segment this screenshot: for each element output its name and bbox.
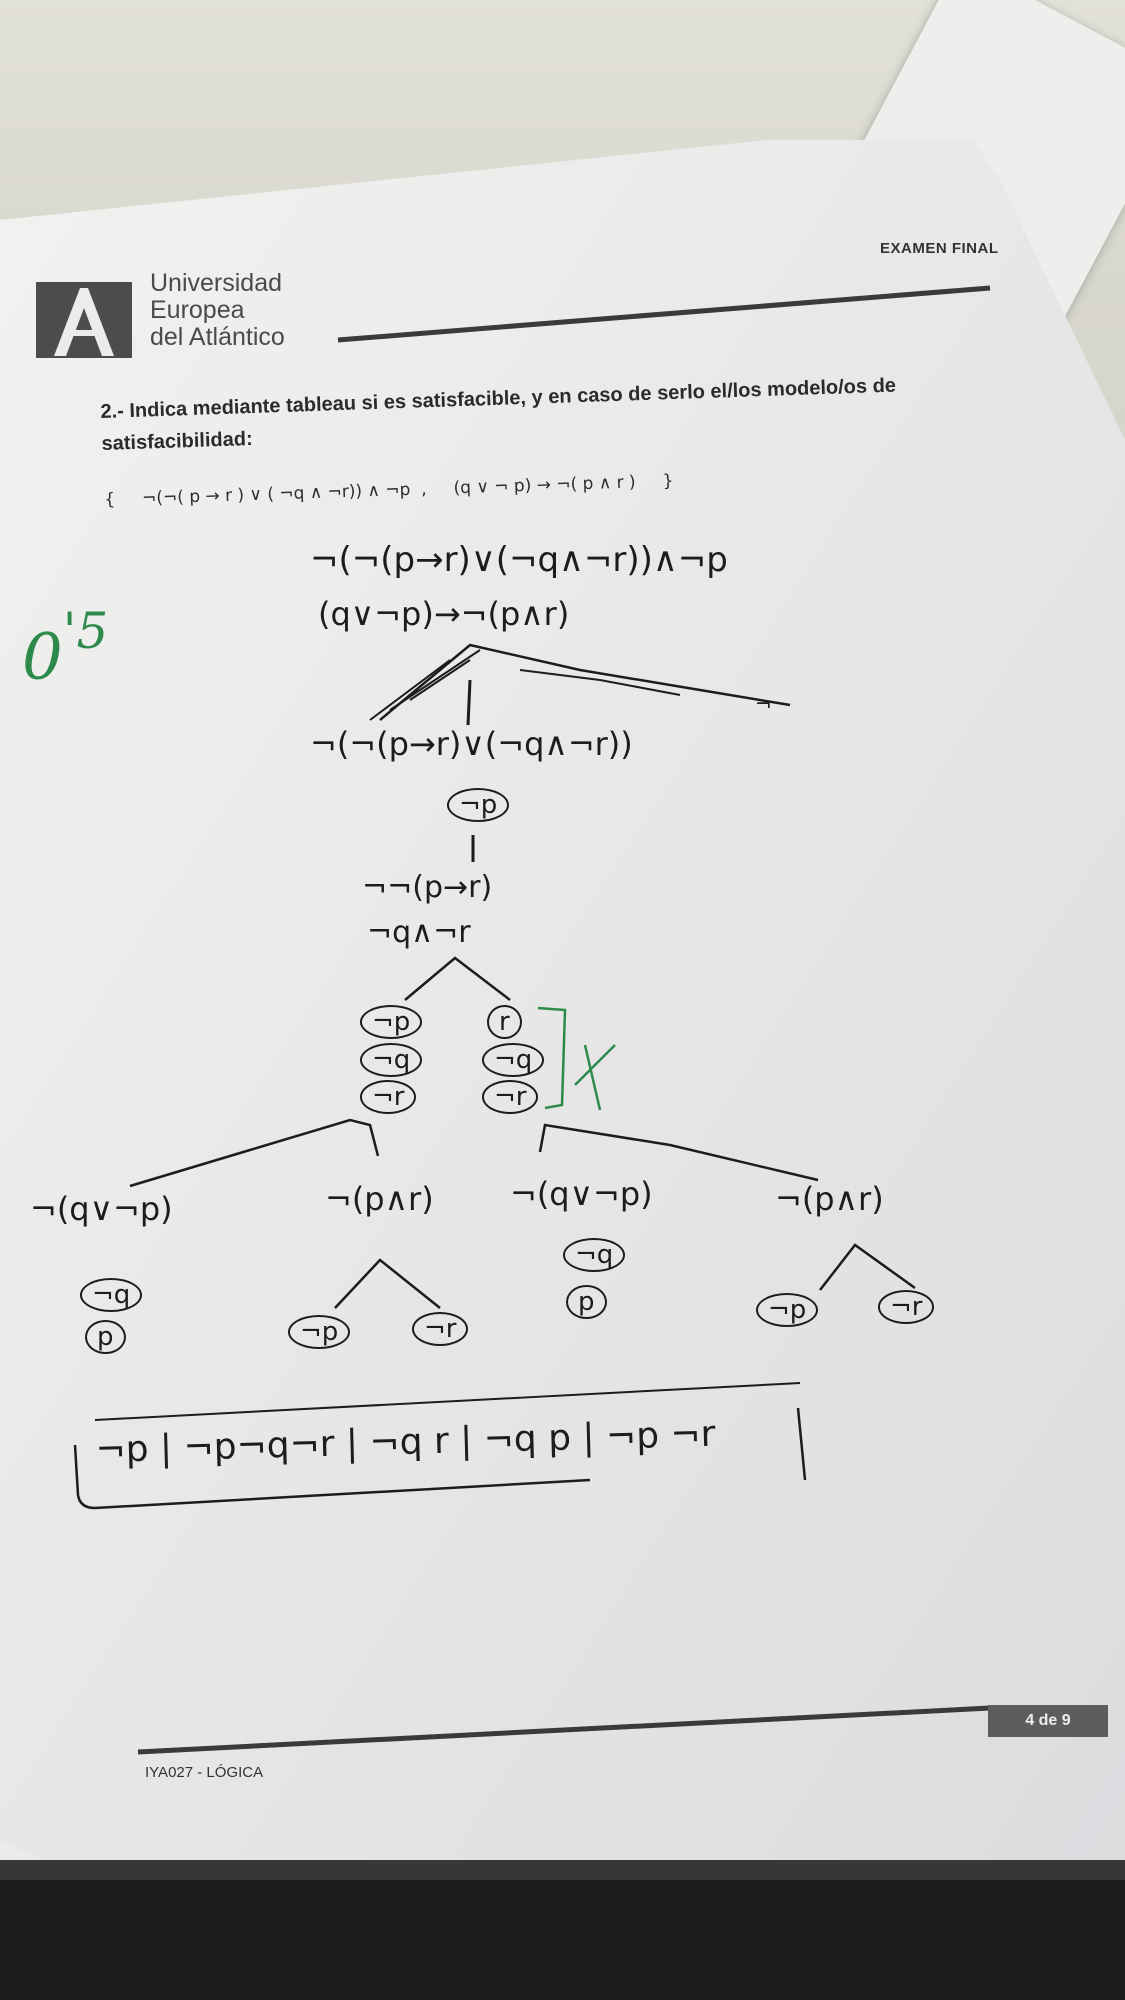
crossed-mark: ¬ xyxy=(755,692,772,716)
logo-line-1: Universidad xyxy=(150,269,283,297)
left-lit-1: ¬p xyxy=(360,1005,423,1039)
branch-4-lit-1: ¬p xyxy=(756,1293,819,1327)
branch-3-lit-2: p xyxy=(566,1285,607,1319)
header-rule xyxy=(337,285,991,343)
root-line-2: (q∨¬p)→¬(p∧r) xyxy=(318,595,570,633)
node-neg-2: ¬q∧¬r xyxy=(367,915,471,950)
exam-label: EXAMEN FINAL xyxy=(880,240,999,257)
course-code: IYA027 - LÓGICA xyxy=(145,1764,264,1781)
branch-4-lit-2: ¬r xyxy=(878,1290,935,1324)
logo-line-3: del Atlántico xyxy=(150,323,285,351)
node-neg-1: ¬¬(p→r) xyxy=(362,870,493,905)
university-name: Universidad Europea del Atlántico xyxy=(150,270,285,351)
branch-1-lit-2: p xyxy=(85,1320,126,1354)
footer-rule xyxy=(137,1705,991,1755)
logo-line-2: Europea xyxy=(150,296,245,324)
branch-4: ¬(p∧r) xyxy=(775,1180,884,1218)
right-lit-3: ¬r xyxy=(482,1080,539,1114)
branch-2-lit-1: ¬p xyxy=(288,1315,351,1349)
branch-3: ¬(q∨¬p) xyxy=(510,1175,653,1213)
branch-1-lit-1: ¬q xyxy=(80,1278,143,1312)
paper-shape xyxy=(0,140,1125,1860)
branch-3-lit-1: ¬q xyxy=(563,1238,626,1272)
root-line-1: ¬(¬(p→r)∨(¬q∧¬r))∧¬p xyxy=(310,540,728,580)
grade-mark: 0'5 xyxy=(22,602,108,695)
right-lit-2: ¬q xyxy=(482,1043,545,1077)
branch-2: ¬(p∧r) xyxy=(325,1180,434,1218)
left-lit-2: ¬q xyxy=(360,1043,423,1077)
grade-fraction: '5 xyxy=(62,602,109,660)
left-lit-3: ¬r xyxy=(360,1080,417,1114)
branch-2-lit-2: ¬r xyxy=(412,1312,469,1346)
logo-a-icon xyxy=(54,288,114,356)
dark-foreground xyxy=(0,1880,1125,2000)
node-conj-1: ¬(¬(p→r)∨(¬q∧¬r)) xyxy=(310,725,633,763)
branch-1: ¬(q∨¬p) xyxy=(30,1190,173,1228)
tableau-lines xyxy=(73,643,916,1510)
page-number: 4 de 9 xyxy=(988,1705,1108,1737)
right-lit-1: r xyxy=(487,1005,522,1039)
exam-sheet: EXAMEN FINAL Universidad Europea del Atl… xyxy=(0,140,1125,1860)
node-conj-2: ¬p xyxy=(447,788,510,822)
university-logo xyxy=(36,282,132,358)
grade-value: 0 xyxy=(22,620,63,695)
